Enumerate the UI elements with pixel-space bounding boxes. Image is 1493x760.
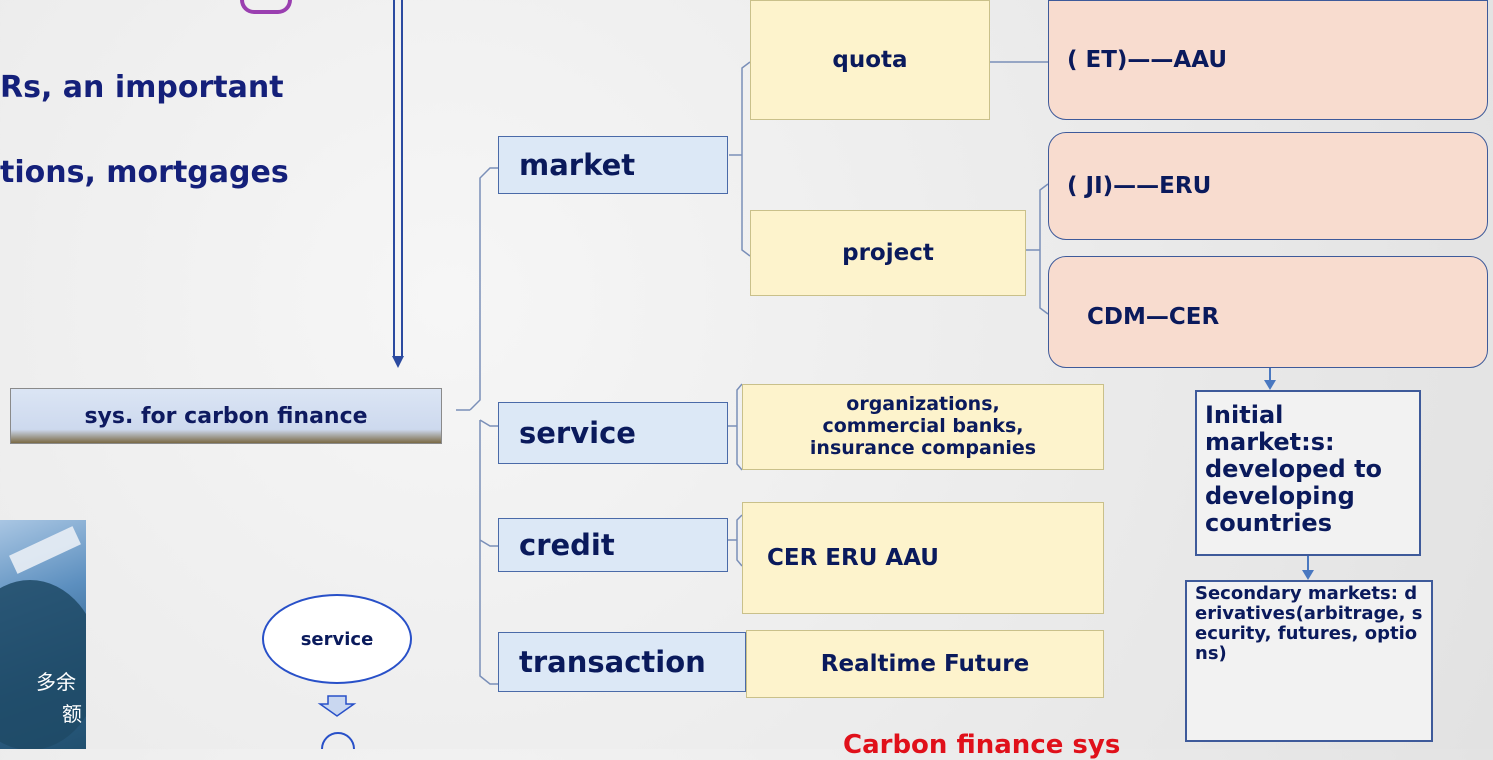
photo-text-line-1: 多余 [36,670,76,694]
red-caption: Carbon finance sys [843,730,1121,760]
mechanism-cdm-cer: CDM—CER [1048,256,1488,368]
photo-globe-shape [0,580,86,749]
cropped-photo-image: 多余 额 [0,520,86,749]
category-service: service [498,402,728,464]
service-detail-box: organizations, commercial banks, insuran… [742,384,1104,470]
credit-connector [727,514,743,567]
root-bracket [456,167,498,685]
service-detail-line-2: commercial banks, [822,415,1024,438]
vertical-arrowhead [392,356,404,368]
purple-partial-glyph [240,0,292,14]
category-market: market [498,136,728,194]
initial-market-box: Initial market:s: developed to developin… [1195,390,1421,556]
vertical-double-line [393,0,403,358]
category-transaction: transaction [498,632,746,692]
photo-cloud-shape [9,526,81,574]
partial-circle-below [321,732,355,749]
mechanism-ji-eru: ( JI)——ERU [1048,132,1488,240]
service-detail-line-3: insurance companies [809,436,1037,459]
market-bracket [729,61,751,257]
transaction-detail-box: Realtime Future [746,630,1104,698]
sys-carbon-finance-box: sys. for carbon finance [10,388,442,444]
left-text-line-1: Rs, an important [0,70,284,105]
service-detail-line-1: organizations, [846,393,1000,416]
category-credit: credit [498,518,728,572]
cdm-initial-arrowhead [1264,380,1276,390]
service-connector [727,383,743,471]
initial-secondary-arrowhead [1302,570,1314,580]
down-hollow-arrow [317,695,357,717]
left-text-line-2: tions, mortgages [0,155,289,190]
market-type-project: project [750,210,1026,296]
credit-detail-box: CER ERU AAU [742,502,1104,614]
service-circle: service [262,594,412,684]
mechanism-et-aau: ( ET)——AAU [1048,0,1488,120]
photo-text-line-2: 额 [62,702,82,726]
secondary-market-box: Secondary markets: derivatives(arbitrage… [1185,580,1433,742]
project-bracket [1026,183,1049,315]
market-type-quota: quota [750,0,990,120]
